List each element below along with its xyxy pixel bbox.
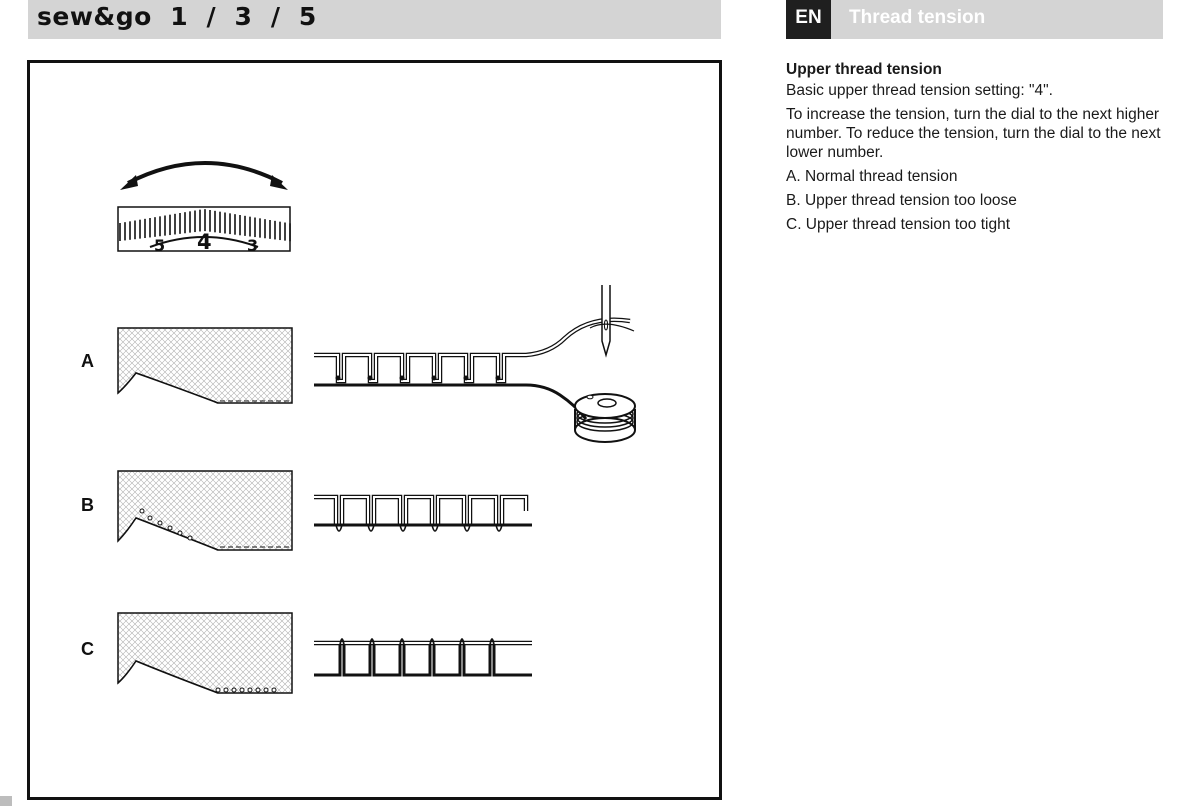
- tension-list: A. Normal thread tension B. Upper thread…: [786, 167, 1166, 234]
- illustration-frame: 5 4 3: [27, 60, 722, 800]
- dial-window: [117, 206, 291, 252]
- header-bar-right: EN Thread tension: [786, 0, 1163, 39]
- arrow-head-right-icon: [270, 175, 288, 190]
- stitch-diagram-b: [314, 494, 532, 532]
- language-badge: EN: [786, 0, 831, 39]
- thread-tension-illustration: 5 4 3: [117, 161, 636, 694]
- arrow-head-left-icon: [120, 175, 138, 190]
- paragraph-adjust: To increase the tension, turn the dial t…: [786, 106, 1161, 161]
- figure-label-b: B: [81, 495, 94, 515]
- list-item: A. Normal thread tension: [786, 168, 958, 185]
- dial-number-3: 3: [247, 236, 258, 255]
- bobbin-icon: [574, 393, 636, 443]
- header-bar-left: sew&go 1 / 3 / 5: [28, 0, 721, 39]
- figure-label-a: A: [81, 351, 94, 371]
- section-title: Thread tension: [849, 7, 986, 28]
- figure-label-c: C: [81, 639, 94, 659]
- instructions-column: Upper thread tension Basic upper thread …: [786, 60, 1166, 239]
- fabric-sample-c: [117, 612, 293, 694]
- list-item: B. Upper thread tension too loose: [786, 192, 1017, 209]
- paragraph-basic-setting: Basic upper thread tension setting: "4".: [786, 82, 1053, 99]
- fabric-sample-a: [117, 327, 293, 404]
- section-heading: Upper thread tension: [786, 61, 942, 78]
- dial-number-5: 5: [154, 236, 165, 255]
- turn-arrow-arc: [127, 161, 283, 185]
- fabric-sample-b: [117, 470, 293, 551]
- dial-number-4: 4: [197, 230, 212, 254]
- tension-dial: 5 4 3: [117, 161, 291, 255]
- model-label: sew&go 1 / 3 / 5: [37, 2, 317, 31]
- list-item: C. Upper thread tension too tight: [786, 216, 1011, 233]
- dial-ticks: [119, 209, 291, 242]
- stitch-diagram-c: [314, 638, 532, 677]
- needle-icon: [589, 285, 635, 358]
- page-corner-mark: [0, 796, 12, 806]
